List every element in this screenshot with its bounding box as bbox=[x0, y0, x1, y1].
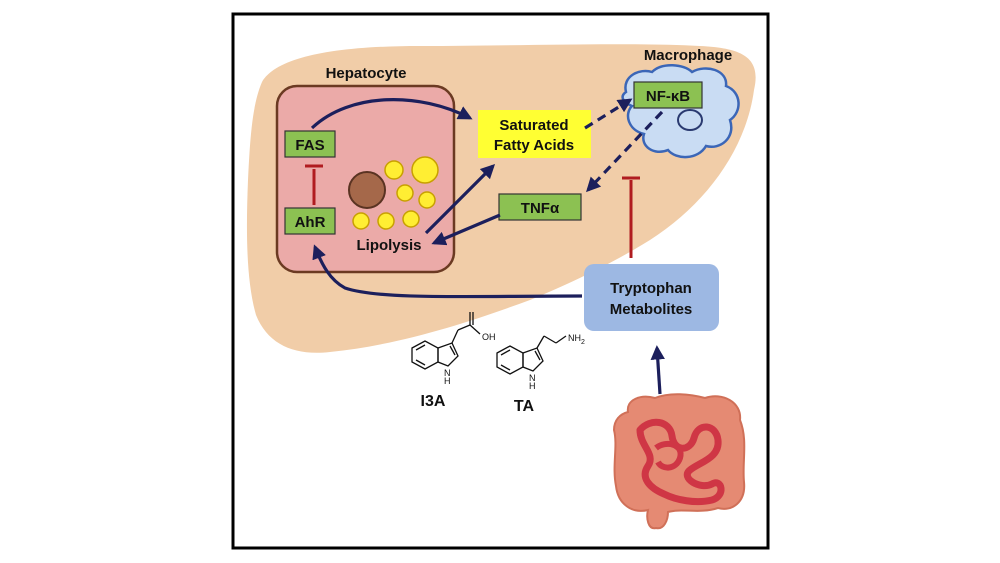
ahr-inhibits-fas bbox=[305, 164, 323, 205]
macrophage-label: Macrophage bbox=[644, 47, 732, 64]
tryptophan-inhibits-macrophage bbox=[622, 176, 640, 258]
lipid-droplet bbox=[418, 191, 436, 209]
i3a-label: I3A bbox=[421, 393, 446, 410]
ta-bond bbox=[534, 350, 541, 361]
fas-label: FAS bbox=[295, 137, 324, 154]
i3a-h-label: H bbox=[444, 376, 451, 386]
ta-nh2-label: NH2 bbox=[568, 333, 585, 346]
pathway-arrows bbox=[310, 98, 665, 395]
ta-h-label: H bbox=[529, 381, 536, 391]
hepatocyte-label: Hepatocyte bbox=[326, 65, 407, 82]
tnfa-to-lipolysis-arrow bbox=[431, 213, 501, 246]
intestine-to-tryptophan-arrow bbox=[650, 345, 665, 395]
intestine-coils bbox=[636, 418, 725, 506]
sfa-label-line2: Fatty Acids bbox=[494, 137, 574, 154]
tryptophan-to-ahr-arrow bbox=[312, 244, 583, 299]
sfa-label-line1: Saturated bbox=[499, 117, 568, 134]
sfa-box bbox=[478, 110, 591, 158]
i3a-bond bbox=[449, 345, 456, 356]
lipolysis-label: Lipolysis bbox=[356, 237, 421, 254]
i3a-bond bbox=[415, 359, 426, 366]
tryptophan-label-line2: Metabolites bbox=[610, 301, 693, 318]
i3a-structure bbox=[411, 312, 481, 370]
ta-bond bbox=[536, 335, 545, 349]
nucleus bbox=[348, 171, 386, 209]
tryptophan-box bbox=[584, 264, 719, 331]
lipid-droplet bbox=[402, 210, 420, 228]
macrophage-nucleus bbox=[677, 109, 703, 131]
ta-bond bbox=[500, 364, 511, 371]
ta-n-label: N bbox=[529, 373, 536, 383]
intestine-inner-loop bbox=[654, 440, 684, 471]
ta-label: TA bbox=[514, 398, 535, 415]
ta-bond bbox=[555, 335, 567, 344]
tnfa-box bbox=[498, 193, 582, 221]
ta-bond bbox=[543, 335, 557, 344]
lipid-droplet bbox=[352, 212, 370, 230]
lipid-droplet bbox=[411, 156, 439, 184]
nfkb-to-tnfa-arrow bbox=[586, 110, 664, 193]
lipolysis-to-sfa-arrow bbox=[424, 163, 496, 235]
intestine bbox=[612, 393, 746, 530]
tryptophan-label-line1: Tryptophan bbox=[610, 280, 692, 297]
i3a-bond bbox=[415, 344, 426, 351]
ta-structure bbox=[496, 335, 567, 375]
ahr-label: AhR bbox=[295, 214, 326, 231]
ta-pyrrole-ring bbox=[522, 347, 544, 372]
lipid-droplet bbox=[377, 212, 395, 230]
fas-to-sfa-arrow bbox=[310, 98, 473, 130]
i3a-bond bbox=[451, 329, 459, 344]
tnfa-label: TNFα bbox=[521, 200, 560, 217]
fas-box bbox=[284, 130, 336, 158]
i3a-bond bbox=[469, 324, 481, 335]
sfa-to-nfkb-arrow bbox=[584, 98, 633, 130]
nfkb-box bbox=[633, 81, 703, 109]
i3a-bond bbox=[457, 324, 471, 331]
lipid-droplets bbox=[348, 156, 439, 230]
nfkb-label: NF-κB bbox=[646, 88, 690, 105]
lipid-droplet bbox=[384, 160, 404, 180]
ahr-box bbox=[284, 207, 336, 235]
i3a-pyrrole-ring bbox=[437, 342, 459, 367]
ta-bond bbox=[500, 349, 511, 356]
i3a-n-label: N bbox=[444, 368, 451, 378]
i3a-oh-label: OH bbox=[482, 332, 496, 342]
lipid-droplet bbox=[396, 184, 414, 202]
